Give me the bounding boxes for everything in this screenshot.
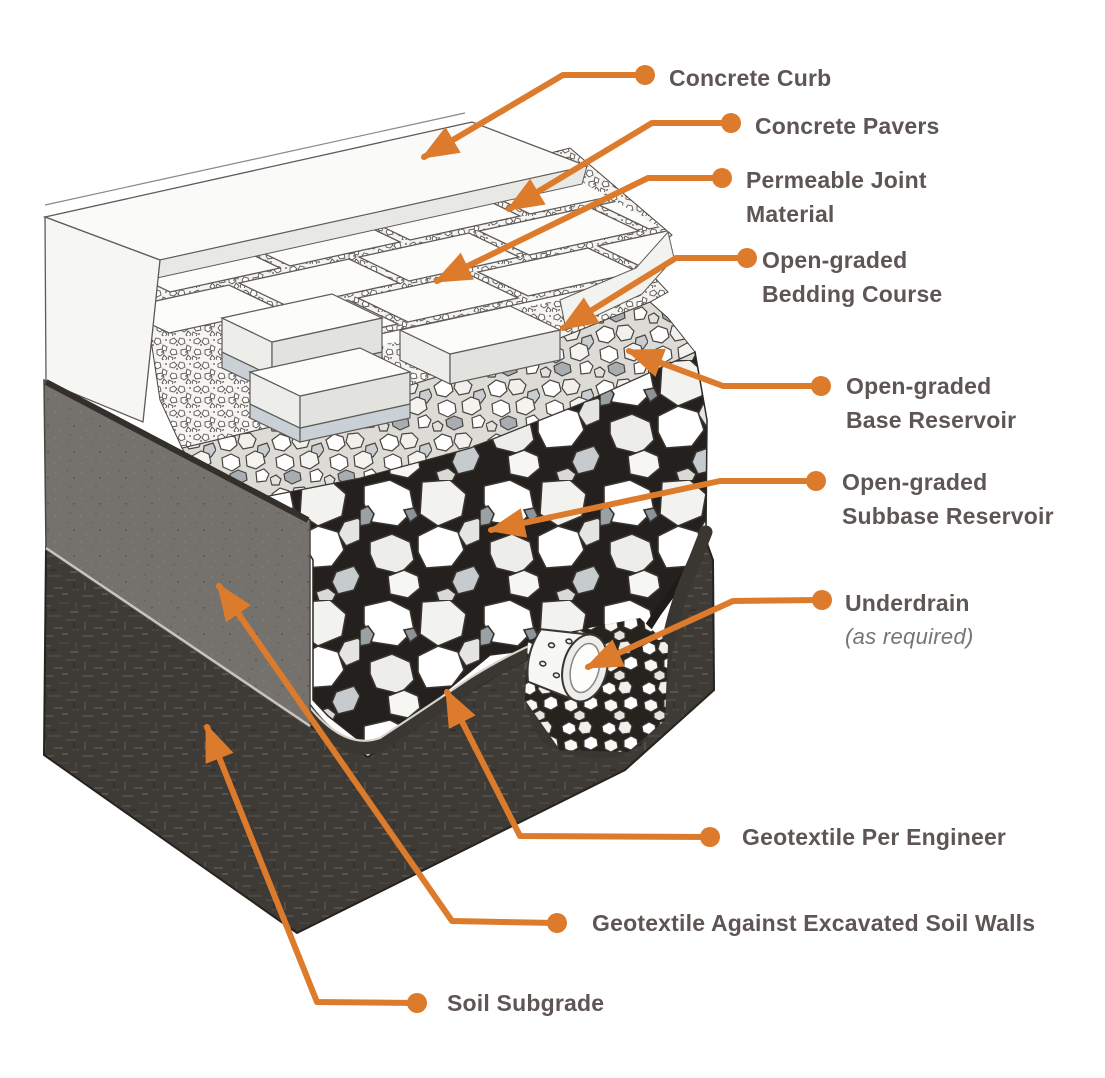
leader-lines (204, 72, 825, 1006)
label-concrete-pavers: Concrete Pavers (755, 113, 940, 139)
leader-base-reservoir (625, 348, 824, 389)
leader-bedding-course (559, 255, 750, 331)
underdrain-note: (as required) (845, 624, 974, 649)
label-concrete-curb: Concrete Curb (669, 65, 832, 91)
label-underdrain: Underdrain (as required) (845, 586, 974, 654)
leader-geotextile-engineer (444, 688, 713, 840)
leader-soil-subgrade (204, 723, 420, 1006)
pipe-perforations (539, 638, 573, 679)
geotextile-wall-shape (43, 378, 311, 730)
label-subbase-reservoir: Open-graded Subbase Reservoir (842, 469, 1054, 529)
leader-geotextile-walls (216, 582, 560, 926)
label-soil-subgrade: Soil Subgrade (447, 990, 605, 1016)
label-geotextile-against-walls: Geotextile Against Excavated Soil Walls (592, 910, 1036, 936)
label-geotextile-per-engineer: Geotextile Per Engineer (742, 824, 1007, 850)
leader-concrete-curb (420, 72, 648, 160)
label-permeable-joint-material: Permeable Joint Material (746, 167, 927, 227)
leader-underdrain (584, 597, 825, 670)
leader-concrete-pavers (505, 120, 734, 212)
leader-subbase-reservoir (487, 478, 819, 538)
label-bedding-course: Open-graded Bedding Course (762, 247, 943, 307)
leader-permeable-joint (433, 175, 725, 284)
loose-paver-blocks (220, 293, 562, 443)
label-base-reservoir: Open-graded Base Reservoir (846, 373, 1017, 433)
leader-dots (407, 65, 832, 1013)
